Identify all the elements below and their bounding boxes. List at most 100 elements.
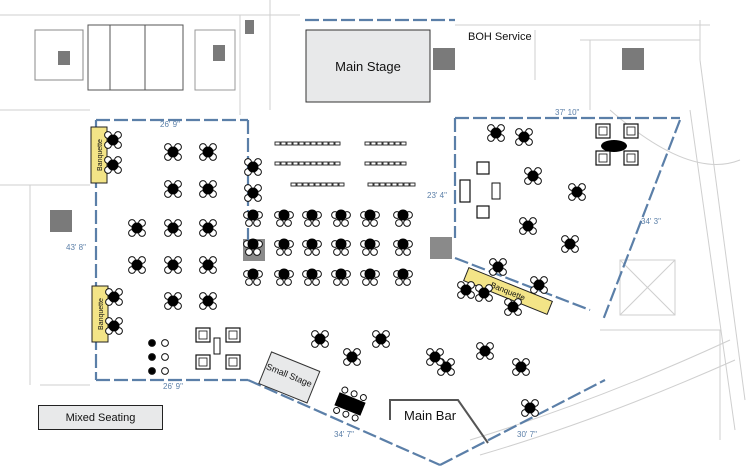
- dim-bottom-right: 30' 7": [517, 430, 537, 439]
- round-table: [360, 209, 380, 227]
- banquette-left-bottom: Banquette: [91, 285, 109, 343]
- round-table: [244, 184, 262, 202]
- round-table: [512, 358, 530, 376]
- round-table: [199, 292, 217, 310]
- round-table: [331, 238, 351, 256]
- square-table: [225, 354, 241, 370]
- boh-service-label: BOH Service: [468, 31, 532, 43]
- round-table: [457, 281, 475, 299]
- round-table: [519, 217, 537, 235]
- banquette-left-top: Banquette: [90, 126, 108, 184]
- round-table: [360, 268, 380, 286]
- square-table: [623, 123, 639, 139]
- round-table: [104, 156, 122, 174]
- round-table: [343, 348, 361, 366]
- chair-row: [274, 141, 341, 146]
- round-table: [524, 167, 542, 185]
- square-table: [595, 123, 611, 139]
- round-table: [274, 209, 294, 227]
- chair-row: [364, 161, 407, 166]
- dim-left-top: 26' 9": [160, 120, 180, 129]
- banquette-label: Banquette: [97, 139, 104, 171]
- round-table: [199, 219, 217, 237]
- chair-row: [364, 141, 407, 146]
- round-table: [331, 209, 351, 227]
- round-table: [331, 268, 351, 286]
- stool: [161, 367, 169, 375]
- high-top: [213, 337, 221, 355]
- round-table: [476, 342, 494, 360]
- main-stage-label: Main Stage: [335, 59, 401, 74]
- square-table: [195, 354, 211, 370]
- round-table: [243, 209, 263, 227]
- chair-row: [290, 182, 345, 187]
- round-table: [302, 209, 322, 227]
- square-table: [623, 150, 639, 166]
- dim-right-top: 37' 10": [555, 108, 580, 117]
- round-table: [568, 183, 586, 201]
- round-table: [128, 219, 146, 237]
- oval-table: [601, 140, 627, 152]
- round-table: [104, 131, 122, 149]
- round-table: [302, 268, 322, 286]
- stool: [148, 367, 156, 375]
- round-table: [164, 219, 182, 237]
- round-table: [105, 288, 123, 306]
- round-table: [244, 158, 262, 176]
- round-table: [489, 258, 507, 276]
- round-table: [360, 238, 380, 256]
- dim-right-diag: 34' 3": [641, 217, 661, 226]
- round-table: [105, 317, 123, 335]
- round-table: [199, 143, 217, 161]
- round-table: [521, 399, 539, 417]
- stool: [161, 339, 169, 347]
- main-bar-label: Main Bar: [404, 408, 457, 423]
- round-table: [128, 256, 146, 274]
- background-walls: [0, 0, 746, 456]
- round-table: [243, 238, 263, 256]
- round-table: [164, 256, 182, 274]
- round-table: [475, 284, 493, 302]
- chair-row: [367, 182, 416, 187]
- legend-mixed-seating: Mixed Seating: [38, 405, 163, 430]
- round-table: [302, 238, 322, 256]
- round-table: [311, 330, 329, 348]
- dim-left-bottom: 26' 9": [163, 382, 183, 391]
- dim-right-inner: 23' 4": [427, 191, 447, 200]
- banquette-label: Banquette: [98, 298, 105, 330]
- stool: [148, 353, 156, 361]
- dim-left-side: 43' 8": [66, 243, 86, 252]
- small-stage: Small Stage: [258, 351, 321, 404]
- round-table: [393, 268, 413, 286]
- square-table: [225, 327, 241, 343]
- round-table: [393, 238, 413, 256]
- main-bar: Main Bar: [389, 399, 489, 444]
- round-table: [372, 330, 390, 348]
- dim-bottom-left: 34' 7": [334, 430, 354, 439]
- round-table: [274, 238, 294, 256]
- square-table: [195, 327, 211, 343]
- round-table: [393, 209, 413, 227]
- round-table: [274, 268, 294, 286]
- round-table: [199, 256, 217, 274]
- round-table: [561, 235, 579, 253]
- round-table: [164, 180, 182, 198]
- high-top-table: [333, 386, 367, 422]
- lounge-set: [459, 161, 501, 219]
- stool: [148, 339, 156, 347]
- round-table: [530, 276, 548, 294]
- round-table: [164, 292, 182, 310]
- chair-row: [274, 161, 341, 166]
- stool: [161, 353, 169, 361]
- square-table: [595, 150, 611, 166]
- main-stage: [305, 29, 431, 103]
- seating-layout: [104, 123, 639, 422]
- round-table: [515, 128, 533, 146]
- round-table: [504, 298, 522, 316]
- round-table: [164, 143, 182, 161]
- round-table: [199, 180, 217, 198]
- round-table: [426, 348, 444, 366]
- round-table: [243, 268, 263, 286]
- round-table: [487, 124, 505, 142]
